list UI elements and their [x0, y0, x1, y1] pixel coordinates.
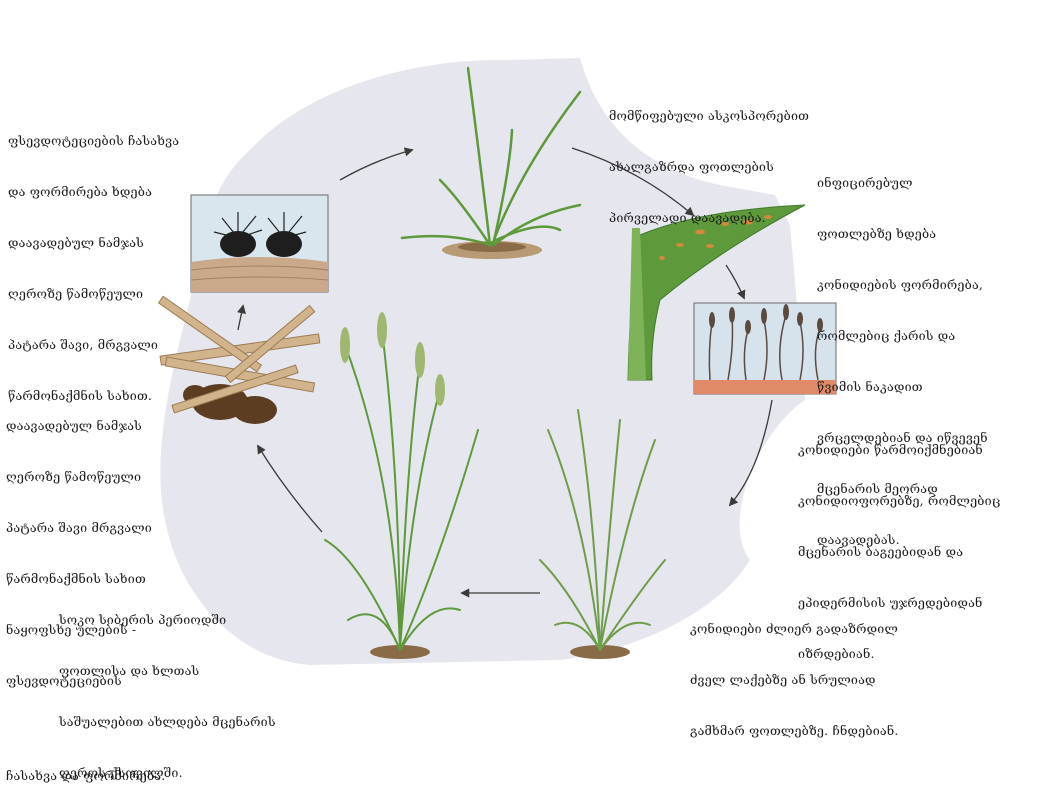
caption-line: კონიდიოფორებზე, რომლებიც — [798, 492, 1000, 509]
caption-line: კონიდიები ძლიერ გადაზრდილ — [690, 620, 899, 637]
caption-line: ფოთლებზე ხდება — [817, 225, 988, 242]
caption-line: ჩასახვა და ფორმირება. — [6, 767, 165, 784]
caption-line: კონიდიების ფორმირება, — [817, 276, 988, 293]
caption-line: რომლებიც ქარის და — [817, 327, 988, 344]
caption-line: ფსევდოტეციების ჩასახვა — [8, 132, 179, 149]
caption-top: მომწიფებული ასკოსპორებით ახალგაზრდა ფოთლ… — [609, 73, 809, 243]
caption-line: პატარა შავი მრგვალი — [6, 519, 165, 536]
caption-bottom-right: კონიდიები ძლიერ გადაზრდილ ძველ ლაქებზე ა… — [690, 586, 899, 756]
caption-line: მცენარის ბაგეებიდან და — [798, 543, 1000, 560]
caption-line: ძველ ლაქებზე ან სრულიად — [690, 671, 899, 688]
caption-line: ფსევდოტეციების — [6, 672, 165, 689]
caption-line: წარმონაქმნის სახით — [6, 570, 165, 587]
caption-line: და ფორმირება ხდება — [8, 183, 179, 200]
caption-line: ნაყოფსხე ულების - — [6, 621, 165, 638]
caption-line — [6, 723, 165, 733]
caption-line: გამხმარ ფოთლებზე. ჩნდებიან. — [690, 722, 899, 739]
caption-line: ღეროზე წამოწეული — [8, 285, 179, 302]
caption-top-left: ფსევდოტეციების ჩასახვა და ფორმირება ხდებ… — [8, 98, 179, 421]
caption-line: ინფიცირებულ — [817, 174, 988, 191]
caption-line: წვიმის ნაკადით — [817, 378, 988, 395]
caption-line: დაავადებულ ნამჯას — [8, 234, 179, 251]
caption-line: პირველადი დაავადება. — [609, 209, 809, 226]
caption-line: მომწიფებული ასკოსპორებით — [609, 107, 809, 124]
conidiophores-box-icon — [694, 303, 836, 394]
caption-left-middle: დაავადებულ ნამჯას ღეროზე წამოწეული პატარ… — [6, 383, 165, 801]
caption-line: ღეროზე წამოწეული — [6, 468, 165, 485]
caption-line: ახალგაზრდა ფოთლების — [609, 158, 809, 175]
caption-line: პატარა შავი, მრგვალი — [8, 336, 179, 353]
pseudothecia-box-icon — [191, 195, 328, 292]
caption-line: კონიდიები წარმოიქმნებიან — [798, 441, 1000, 458]
caption-line: წარმონაქმნის სახით. — [8, 387, 179, 404]
